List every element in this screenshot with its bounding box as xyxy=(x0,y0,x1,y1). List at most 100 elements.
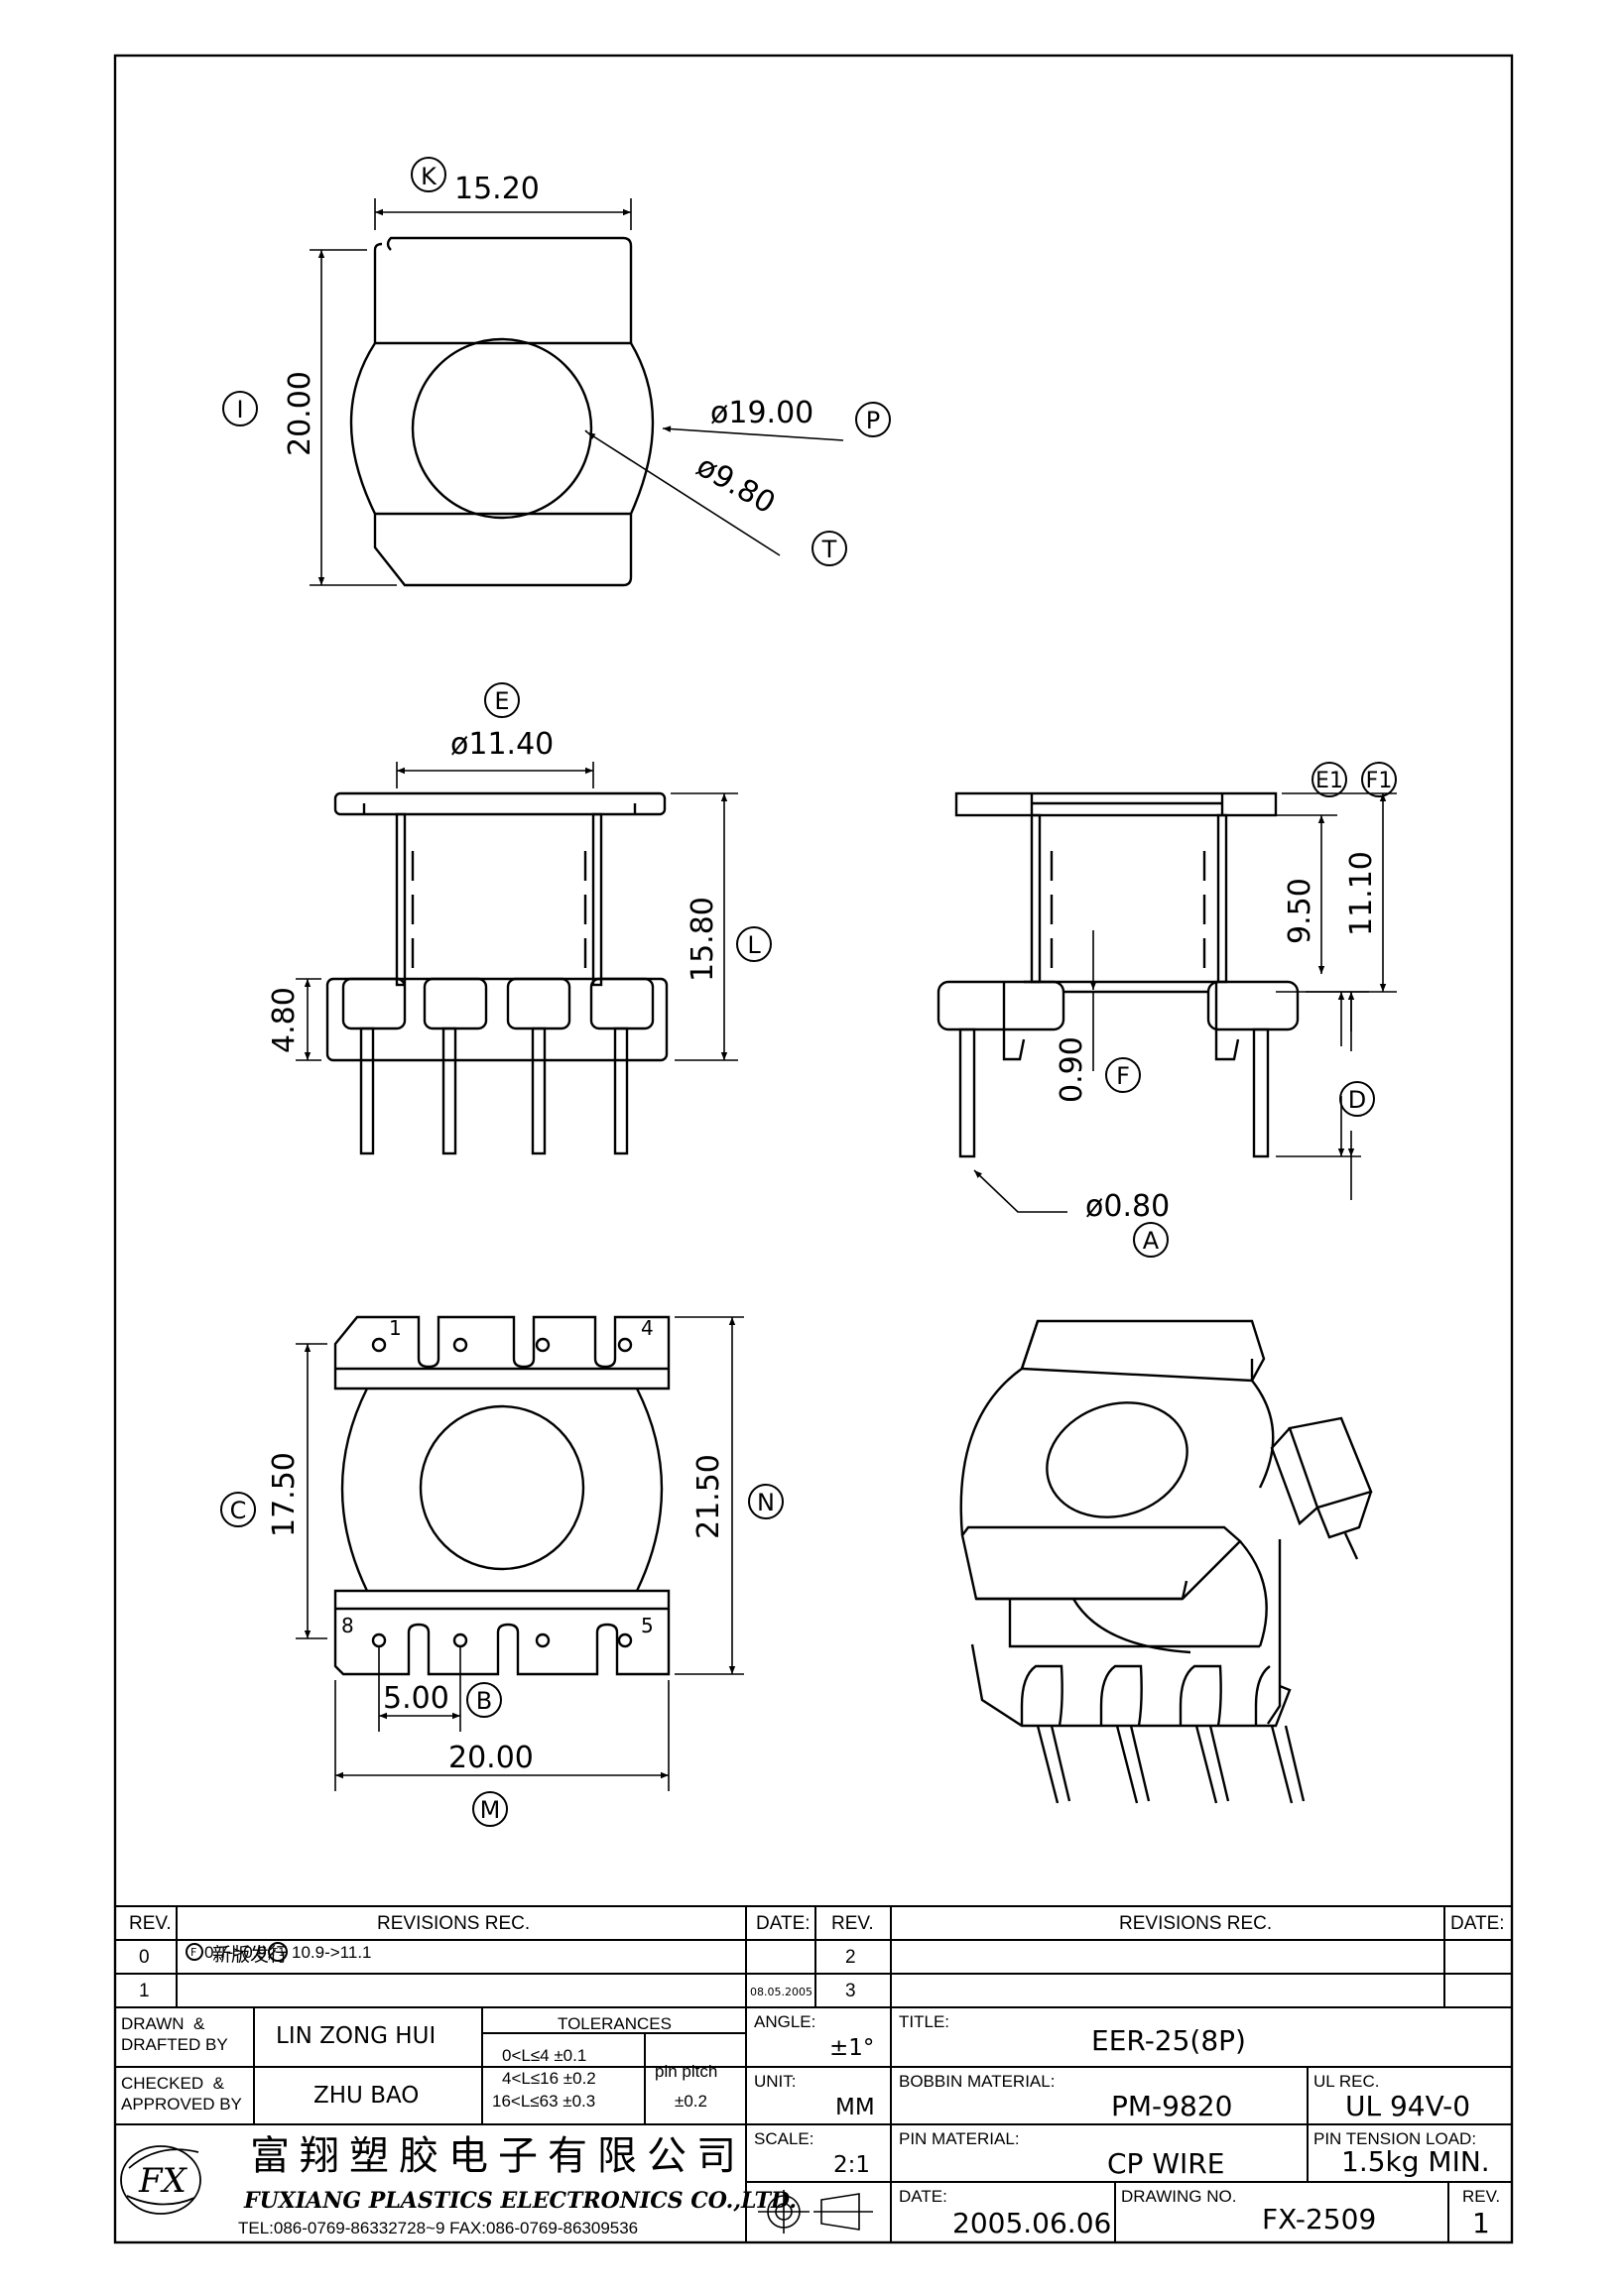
tag-m: M xyxy=(480,1796,501,1824)
pin-material-label: PIN MATERIAL: xyxy=(899,2129,1020,2148)
pin-label-1: 1 xyxy=(389,1316,402,1340)
tolerances-label: TOLERANCES xyxy=(558,2014,672,2033)
scale-label: SCALE: xyxy=(754,2129,814,2148)
checked-label: CHECKED & APPROVED BY xyxy=(121,2074,242,2115)
date-label: DATE: xyxy=(899,2187,947,2206)
pin-label-8: 8 xyxy=(341,1614,354,1637)
tag-e1: E1 xyxy=(1315,769,1343,793)
scale-value: 2:1 xyxy=(833,2152,871,2178)
bobbin-material-label: BOBBIN MATERIAL: xyxy=(899,2072,1056,2091)
rev-row-0-number: 0 xyxy=(139,1947,150,1968)
dim-core-dia: ø11.40 xyxy=(450,727,554,762)
unit-value: MM xyxy=(835,2095,875,2120)
tolerance-row-2: 4<L≤16 ±0.2 xyxy=(502,2069,596,2088)
rev-value: 1 xyxy=(1472,2207,1490,2239)
dim-pitch: 5.00 xyxy=(383,1681,449,1716)
tag-d: D xyxy=(1348,1086,1366,1114)
tension-label: PIN TENSION LOAD: xyxy=(1313,2129,1477,2148)
sheet-border xyxy=(113,54,1514,2244)
tag-n: N xyxy=(757,1489,775,1516)
ul-value: UL 94V-0 xyxy=(1345,2090,1471,2122)
rev-label: REV. xyxy=(1462,2187,1501,2206)
rev-row-1-tag-f1: F1 xyxy=(272,1946,286,1959)
logo-text: FX xyxy=(138,2161,188,2201)
rev-row-1-number: 1 xyxy=(139,1981,150,2001)
revisions-header-right: REVISIONS REC. xyxy=(1119,1913,1273,1934)
top-view-dims xyxy=(310,198,844,586)
drawn-label: DRAWN & DRAFTED BY xyxy=(121,2014,228,2055)
dim-outer-dia: ø19.00 xyxy=(710,396,813,430)
company-name-cn: 富翔塑胶电子有限公司 xyxy=(250,2133,746,2179)
company-contact: TEL:086-0769-86332728~9 FAX:086-0769-863… xyxy=(238,2219,639,2237)
dim-step: 0.90 xyxy=(1055,1036,1089,1103)
side-view xyxy=(937,791,1300,1158)
rev-row-1-text: 0.7->0.9; xyxy=(204,1943,272,1962)
dim-inner-dia: ø9.80 xyxy=(690,449,781,522)
date-header-right: DATE: xyxy=(1450,1913,1505,1934)
ul-label: UL REC. xyxy=(1313,2072,1380,2091)
bottom-view xyxy=(333,1315,671,1676)
checked-by: ZHU BAO xyxy=(313,2083,420,2109)
drawing-no-value: FX-2509 xyxy=(1262,2203,1377,2236)
tolerance-row-1: 0<L≤4 ±0.1 xyxy=(502,2046,587,2065)
rev-row-1-tag-f: F xyxy=(190,1946,197,1959)
date-header-left: DATE: xyxy=(756,1913,811,1934)
dim-top-height: 20.00 xyxy=(283,371,317,456)
dim-pin-dia: ø0.80 xyxy=(1085,1189,1170,1224)
tag-f1: F1 xyxy=(1366,769,1393,793)
pin-label-5: 5 xyxy=(641,1614,654,1637)
projection-symbol xyxy=(758,2190,873,2234)
revisions-header-left: REVISIONS REC. xyxy=(377,1913,531,1934)
drawn-by: LIN ZONG HUI xyxy=(276,2023,437,2049)
bottom-view-dims xyxy=(296,1316,744,1791)
tag-k: K xyxy=(421,163,437,190)
unit-label: UNIT: xyxy=(754,2072,797,2091)
rev-header-left: REV. xyxy=(129,1913,172,1934)
company-name-en: FUXIANG PLASTICS ELECTRONICS CO.,LTD. xyxy=(244,2188,797,2214)
tag-b: B xyxy=(476,1687,492,1715)
dim-front-height: 15.80 xyxy=(686,897,720,982)
tag-l: L xyxy=(747,931,761,959)
dim-n: 21.50 xyxy=(691,1454,726,1539)
drawing-title: EER-25(8P) xyxy=(1091,2024,1246,2057)
isometric-view xyxy=(959,1319,1373,1804)
bobbin-material-value: PM-9820 xyxy=(1111,2090,1233,2122)
angle-value: ±1° xyxy=(829,2035,875,2061)
dim-side-a: 9.50 xyxy=(1283,878,1317,944)
dim-c: 17.50 xyxy=(267,1452,302,1537)
front-view xyxy=(325,791,669,1155)
dim-top-width: 15.20 xyxy=(454,172,540,206)
rev-row-1-text2: 10.9->11.1 xyxy=(292,1943,372,1962)
fx-logo xyxy=(120,2145,201,2215)
pin-label-4: 4 xyxy=(641,1316,654,1340)
tag-e: E xyxy=(494,687,509,715)
rev-right-3: 3 xyxy=(845,1981,856,2001)
tag-p: P xyxy=(866,407,880,434)
pin-pitch-value: ±0.2 xyxy=(675,2092,707,2111)
tag-i: I xyxy=(236,396,243,423)
rev-row-1-date: 08.05.2005 xyxy=(750,1986,812,1998)
rev-right-2: 2 xyxy=(845,1947,856,1968)
date-value: 2005.06.06 xyxy=(952,2207,1112,2239)
dim-side-b: 11.10 xyxy=(1344,851,1379,936)
title-block-grid xyxy=(115,1905,1512,2242)
tag-c: C xyxy=(230,1497,247,1524)
drawing-no-label: DRAWING NO. xyxy=(1121,2187,1237,2206)
tag-a: A xyxy=(1143,1227,1160,1255)
circle-tags xyxy=(186,157,1397,1962)
tag-t: T xyxy=(821,536,837,563)
rev-row-0-text: 新版发行 xyxy=(212,1945,289,1966)
tolerance-row-3: 16<L≤63 ±0.3 xyxy=(492,2092,596,2111)
tag-f: F xyxy=(1116,1062,1130,1090)
side-view-dims xyxy=(973,792,1397,1213)
dim-bottom-width: 20.00 xyxy=(448,1741,534,1775)
tension-value: 1.5kg MIN. xyxy=(1341,2145,1490,2178)
angle-label: ANGLE: xyxy=(754,2012,816,2031)
pin-material-value: CP WIRE xyxy=(1107,2147,1225,2180)
dim-base: 4.80 xyxy=(267,987,302,1053)
front-view-dims xyxy=(296,762,738,1061)
top-view xyxy=(349,236,655,587)
pin-pitch-label: pin pitch xyxy=(655,2062,718,2081)
rev-header-right: REV. xyxy=(831,1913,874,1934)
